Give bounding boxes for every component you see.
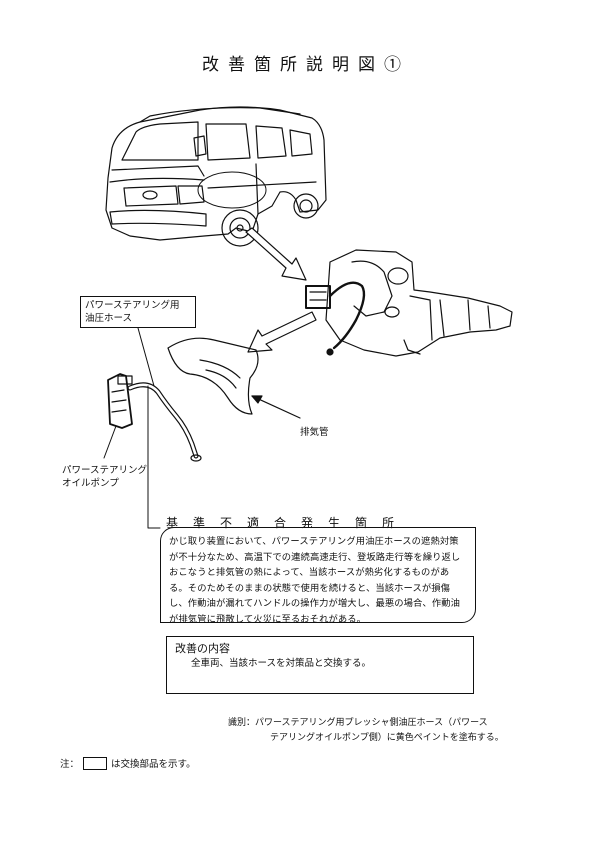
van-illustration <box>105 106 327 247</box>
note-suffix: は交換部品を示す。 <box>111 759 196 770</box>
remedy-box: 改善の内容 全車両、当該ホースを対策品と交換する。 <box>166 636 474 694</box>
identification-line-2: テアリングオイルポンプ側）に黄色ペイントを塗布する。 <box>270 733 504 743</box>
engine-illustration <box>305 249 513 357</box>
arrow-van-to-engine <box>245 227 307 281</box>
note-prefix: 注： <box>60 759 80 770</box>
arrow-engine-to-detail <box>247 311 317 353</box>
defect-heading: 基準不適合発生箇所 <box>166 516 410 530</box>
defect-description: かじ取り装置において、パワーステアリング用油圧ホースの遮熱対策が不十分なため、高… <box>160 527 476 625</box>
pump-hose-detail <box>107 373 202 462</box>
identification-line-1: 識別：パワーステアリング用プレッシャ側油圧ホース（パワース <box>228 718 488 728</box>
exhaust-label: 排気管 <box>300 427 329 438</box>
defect-leader <box>147 385 161 529</box>
remedy-text: 全車両、当該ホースを対策品と交換する。 <box>191 658 372 669</box>
pump-label: パワーステアリング オイルポンプ <box>62 465 148 489</box>
hose-label: パワーステアリング用 油圧ホース <box>85 300 180 324</box>
pump-leader <box>103 425 117 459</box>
hose-leader <box>137 327 155 387</box>
legend-note: 注： は交換部品を示す。 <box>60 756 196 770</box>
hose-callout: パワーステアリング用 油圧ホース <box>80 296 196 328</box>
remedy-heading: 改善の内容 <box>175 642 230 655</box>
replacement-part-legend-box <box>83 756 108 770</box>
exhaust-pipe-detail <box>167 337 259 415</box>
defect-text: かじ取り装置において、パワーステアリング用油圧ホースの遮熱対策が不十分なため、高… <box>169 536 461 625</box>
identification-note: 識別：パワーステアリング用プレッシャ側油圧ホース（パワース テアリングオイルポン… <box>228 716 518 746</box>
page-title: 改善箇所説明図① <box>202 55 410 75</box>
